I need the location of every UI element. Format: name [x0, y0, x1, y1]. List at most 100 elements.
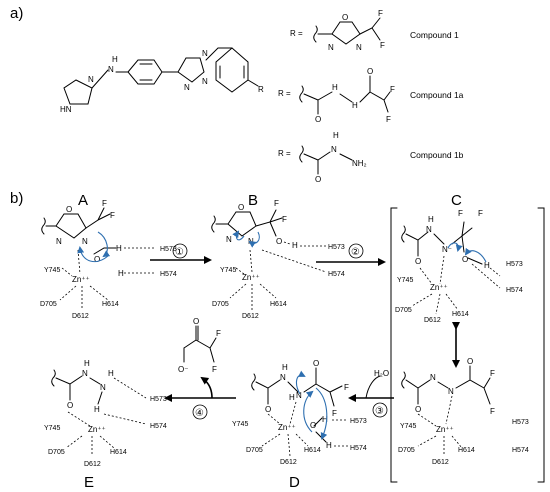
bracket-right: [537, 207, 545, 483]
compound-1a-label: Compound 1a: [410, 90, 464, 100]
atom-nh-hydrazide-1: H: [332, 83, 338, 92]
atom-f-c-2: F: [478, 209, 483, 218]
atom-h-a-1: H: [116, 244, 122, 253]
atom-n-c2-2: N: [448, 387, 454, 396]
atom-f-2b: F: [386, 115, 391, 124]
res-h574-a: H574: [160, 271, 177, 278]
atom-n-e-2: N: [100, 383, 106, 392]
res-d612-d: D612: [280, 459, 297, 466]
state-b-structure: O N N F F O H H573 H574 Y745 Zn⁺⁺ D705 D…: [211, 199, 345, 320]
atom-o-hydrazide-2: O: [367, 67, 373, 76]
atom-h-c: H: [428, 215, 434, 224]
res-d705-c2: D705: [398, 447, 415, 454]
atom-f-d-1: F: [344, 383, 349, 392]
r-group-compound-1a: R = O H H O F F Compound 1a: [278, 67, 464, 124]
res-h573-a: H573: [160, 246, 177, 253]
compound-1-label: Compound 1: [410, 30, 459, 40]
res-d705-e: D705: [48, 449, 65, 456]
r-group-compound-1: R = O N N F F Compound 1: [290, 9, 459, 52]
atom-n-a-2: N: [82, 237, 88, 246]
state-c-structure: O H N N⁻ F F O H H573 H574 Y745 Zn⁺⁺ D70…: [395, 209, 523, 324]
atom-f-c-1: F: [458, 209, 463, 218]
atom-o-e: O: [67, 401, 73, 410]
atom-n-c: N: [426, 225, 432, 234]
res-h614-e: H614: [110, 449, 127, 456]
step-3-circle: [372, 402, 388, 418]
res-d705-a: D705: [40, 301, 57, 308]
res-h573-e: H573: [150, 396, 167, 403]
atom-o-b: O: [238, 203, 244, 212]
water-label: H₂O: [374, 369, 389, 378]
atom-n-e-1: N: [82, 369, 88, 378]
atom-h-e-3: H: [94, 405, 100, 414]
res-h574-c: H574: [506, 287, 523, 294]
atom-h-d-4: H: [326, 441, 332, 450]
panel-a-label: a): [10, 5, 23, 22]
atom-o-c: O: [415, 257, 421, 266]
atom-o-d: O: [265, 405, 271, 414]
atom-o-hydrazide-1: O: [315, 115, 321, 124]
atom-hn-imidazoline: HN: [60, 105, 72, 114]
zn-a: Zn⁺⁺: [72, 275, 90, 284]
res-d612-b: D612: [242, 313, 259, 320]
res-h573-c: H573: [506, 261, 523, 268]
res-d612-e: D612: [84, 461, 101, 468]
atom-f-c2-1: F: [490, 369, 495, 378]
res-h574-b: H574: [328, 271, 345, 278]
state-label-a: A: [78, 192, 88, 209]
atom-f-a-1: F: [102, 199, 107, 208]
atom-o-acetate-1: O: [193, 317, 199, 326]
res-h574-d: H574: [350, 445, 367, 452]
res-h573-b: H573: [328, 244, 345, 251]
res-h573-d: H573: [350, 418, 367, 425]
res-d705-c: D705: [395, 307, 412, 314]
atom-n-b-1: N: [226, 235, 232, 244]
atom-n-triazole-2: N: [202, 77, 208, 86]
atom-f-c2-2: F: [490, 407, 495, 416]
res-y745-c2: Y745: [400, 423, 416, 430]
res-y745-a: Y745: [44, 267, 60, 274]
state-label-e: E: [84, 474, 94, 491]
atom-o-c2: O: [415, 405, 421, 414]
zn-e: Zn⁺⁺: [88, 425, 106, 434]
atom-n-a-1: N: [56, 237, 62, 246]
atom-f-b-2: F: [282, 215, 287, 224]
atom-r-substituent: R: [258, 85, 264, 94]
atom-h-e-1: H: [84, 359, 90, 368]
atom-n-hydrazide-3: N: [331, 145, 337, 154]
atom-h-d-2: H: [289, 393, 295, 402]
state-label-b: B: [248, 192, 258, 209]
byproduct-branch-arrow: [200, 376, 213, 399]
atom-h-b-1: H: [292, 241, 298, 250]
res-h614-c2: H614: [458, 447, 475, 454]
res-y745-c: Y745: [397, 277, 413, 284]
atom-o-a: O: [66, 205, 72, 214]
compound-1b-label: Compound 1b: [410, 150, 464, 160]
state-label-c: C: [451, 192, 462, 209]
r-group-compound-1b: R = O H N NH₂ Compound 1b: [278, 131, 464, 184]
step-1-label: ①: [175, 247, 184, 258]
atom-h-c-2: H: [484, 261, 490, 270]
atom-n-c2-1: N: [430, 373, 436, 382]
step-4-circle: [192, 404, 208, 420]
atom-n-minus-c: N⁻: [442, 245, 452, 254]
atom-n-triazole-1: N: [184, 83, 190, 92]
atom-h-d-3: H: [322, 415, 328, 424]
atom-h-d: H: [282, 363, 288, 372]
state-a-structure: O N N F F O H H H573 H574 Y745 Zn⁺⁺ D705…: [40, 199, 177, 320]
res-d612-c: D612: [424, 317, 441, 324]
atom-n-linker: N: [108, 65, 114, 74]
step-4-label: ④: [195, 408, 204, 419]
atom-o-water-a: O: [94, 255, 100, 264]
difluoroacetate-byproduct: O O⁻ F F: [178, 317, 221, 374]
atom-o-minus-acetate: O⁻: [178, 365, 188, 374]
atom-f-b-1: F: [274, 199, 279, 208]
res-y745-d: Y745: [232, 421, 248, 428]
zn-b: Zn⁺⁺: [242, 273, 260, 282]
r-prefix-1a: R =: [278, 89, 291, 98]
atom-f-1a: F: [378, 9, 383, 18]
atom-n-triazole-3: N: [202, 49, 208, 58]
res-d612-c2: D612: [432, 459, 449, 466]
step-2-label: ②: [351, 247, 360, 258]
state-c-resonance-structure: O N N O F F H573 H574 Y745 Zn⁺⁺ D705 D61…: [398, 357, 529, 466]
